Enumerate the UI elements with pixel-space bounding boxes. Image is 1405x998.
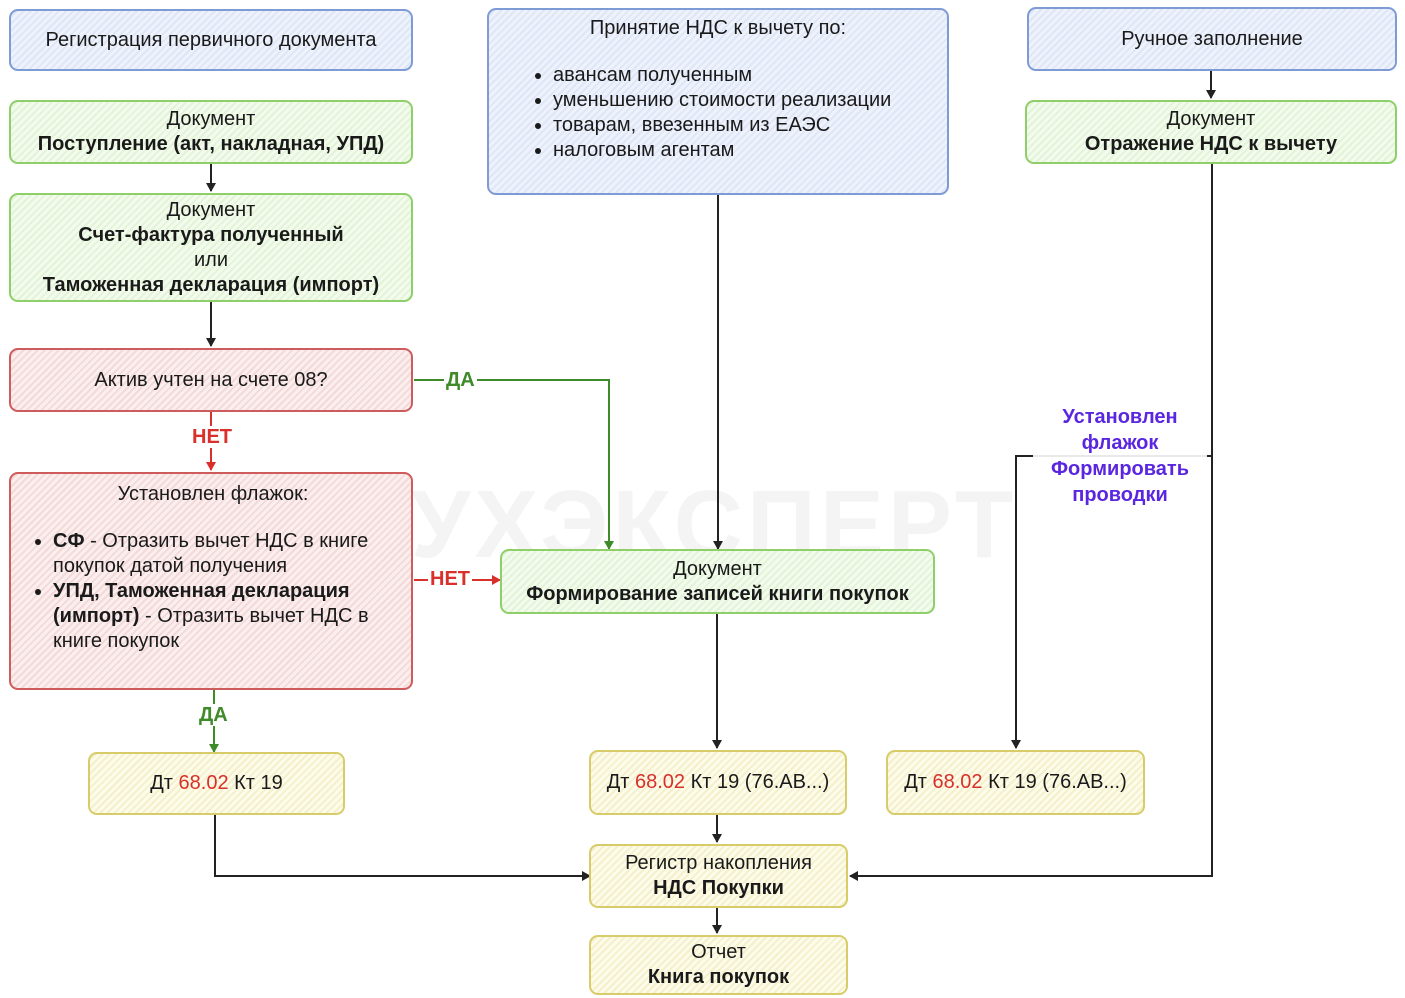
flag-title: Установлен флажок: xyxy=(117,483,309,505)
nds-item: уменьшению стоимости реализации xyxy=(553,88,891,113)
register-box: Регистр накопления НДС Покупки xyxy=(589,844,848,908)
manual-text: Ручное заполнение xyxy=(1121,27,1303,50)
arrow-entry1-to-register xyxy=(214,815,591,881)
postuplenie-box: Документ Поступление (акт, накладная, УП… xyxy=(9,100,413,164)
report-box: Отчет Книга покупок xyxy=(589,935,848,995)
report-name: Книга покупок xyxy=(647,966,790,988)
nds-deduction-list: авансам полученным уменьшению стоимости … xyxy=(529,63,891,163)
report-title: Отчет xyxy=(691,941,746,963)
nds-deduction-box: Принятие НДС к вычету по: авансам получе… xyxy=(487,8,949,195)
yes-label-question: ДА xyxy=(444,369,477,391)
register-name: НДС Покупки xyxy=(653,877,784,899)
otrazh-box: Документ Отражение НДС к вычету xyxy=(1025,100,1397,164)
entry1-text: Дт 68.02 Кт 19 xyxy=(150,772,283,794)
flag-item-upd: УПД, Таможенная декларация (импорт) - От… xyxy=(53,579,397,654)
form-records-box: Документ Формирование записей книги поку… xyxy=(500,549,935,614)
postuplenie-title: Документ xyxy=(166,108,256,130)
flag-post-label: Установлен флажок Формировать проводки xyxy=(1033,404,1207,508)
entry2-text: Дт 68.02 Кт 19 (76.АВ...) xyxy=(606,771,830,793)
entry3-box: Дт 68.02 Кт 19 (76.АВ...) xyxy=(886,750,1145,815)
yes-label-flag: ДА xyxy=(197,704,230,726)
sf-name2: Таможенная декларация (импорт) xyxy=(42,273,380,296)
nds-item: налоговым агентам xyxy=(553,138,891,163)
no-label-question: НЕТ xyxy=(190,426,234,448)
flag-list: СФ - Отразить вычет НДС в книге покупок … xyxy=(29,529,397,654)
nds-item: товарам, ввезенным из ЕАЭС xyxy=(553,113,891,138)
nds-deduction-title: Принятие НДС к вычету по: xyxy=(589,17,847,39)
no-label-flag: НЕТ xyxy=(428,568,472,590)
form-records-name: Формирование записей книги покупок xyxy=(526,582,909,605)
asset-question-text: Актив учтен на счете 08? xyxy=(94,368,328,391)
arrow-question-yes xyxy=(414,379,614,550)
entry1-box: Дт 68.02 Кт 19 xyxy=(88,752,345,815)
sf-name: Счет-фактура полученный xyxy=(78,223,344,246)
asset-question-box: Актив учтен на счете 08? xyxy=(9,348,413,412)
arrow-otrazh-to-register xyxy=(849,164,1213,881)
sf-title: Документ xyxy=(166,198,256,221)
reg-primary-box: Регистрация первичного документа xyxy=(9,9,413,71)
register-title: Регистр накопления xyxy=(625,852,812,874)
flag-item-sf: СФ - Отразить вычет НДС в книге покупок … xyxy=(53,529,397,579)
manual-box: Ручное заполнение xyxy=(1027,7,1397,71)
form-records-title: Документ xyxy=(673,557,762,580)
postuplenie-name: Поступление (акт, накладная, УПД) xyxy=(37,133,385,155)
flag-box: Установлен флажок: СФ - Отразить вычет Н… xyxy=(9,472,413,690)
reg-primary-text: Регистрация первичного документа xyxy=(45,28,377,51)
otrazh-name: Отражение НДС к вычету xyxy=(1084,133,1338,155)
nds-item: авансам полученным xyxy=(553,63,891,88)
entry3-text: Дт 68.02 Кт 19 (76.АВ...) xyxy=(904,771,1127,793)
sf-or: или xyxy=(193,248,228,271)
sf-box: Документ Счет-фактура полученный или Там… xyxy=(9,193,413,302)
entry2-box: Дт 68.02 Кт 19 (76.АВ...) xyxy=(589,750,847,815)
otrazh-title: Документ xyxy=(1166,108,1256,130)
